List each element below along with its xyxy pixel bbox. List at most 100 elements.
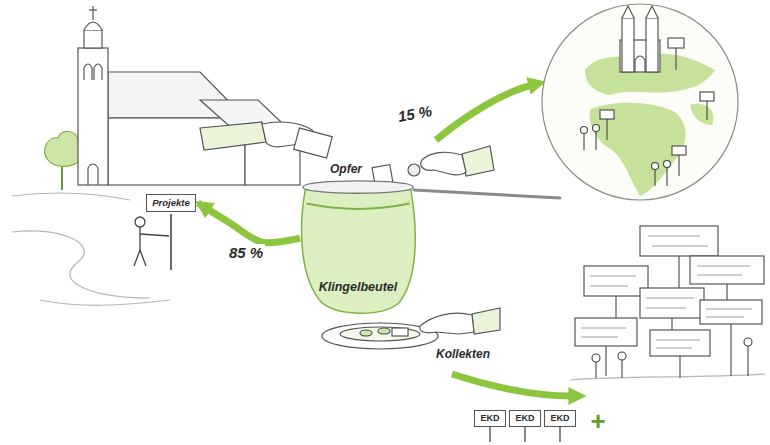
church bbox=[84, 64, 92, 80]
people-figures bbox=[595, 131, 596, 150]
sign-text: Projekte bbox=[152, 198, 190, 209]
person-figure bbox=[135, 217, 145, 227]
collection-plate bbox=[420, 313, 474, 334]
people-figures bbox=[581, 92, 715, 186]
bag-pole bbox=[414, 190, 560, 198]
giving-hand bbox=[462, 146, 494, 176]
church bbox=[78, 6, 300, 185]
globe bbox=[542, 4, 738, 200]
church bbox=[89, 9, 97, 10]
ekd-sign: EKD bbox=[474, 410, 506, 427]
sign-group bbox=[706, 309, 752, 310]
collection-plate bbox=[340, 327, 420, 341]
person-figure bbox=[139, 227, 140, 250]
sign-group bbox=[640, 226, 718, 256]
giving-hand bbox=[408, 164, 420, 176]
sign-post bbox=[490, 426, 560, 442]
cathedral bbox=[622, 18, 634, 72]
giving-hand bbox=[200, 122, 266, 150]
sign-group bbox=[697, 266, 750, 267]
sign-group bbox=[652, 246, 708, 247]
sign-text: EKD bbox=[480, 413, 499, 423]
people-figures bbox=[654, 169, 655, 186]
people-figures bbox=[581, 127, 588, 134]
person-figure bbox=[170, 214, 172, 270]
sign-group bbox=[656, 348, 692, 349]
person-figure bbox=[140, 234, 169, 236]
sign-group bbox=[646, 308, 686, 309]
sign-group bbox=[646, 298, 694, 299]
church bbox=[84, 30, 102, 48]
sign-group bbox=[615, 296, 616, 318]
connector-layer bbox=[198, 203, 300, 243]
giving-hand bbox=[294, 128, 333, 158]
person-figure bbox=[140, 250, 146, 266]
church bbox=[84, 22, 102, 30]
cathedral bbox=[635, 56, 645, 72]
bag-outline bbox=[302, 190, 416, 314]
sign-text: EKD bbox=[515, 413, 534, 423]
sign-text: EKD bbox=[550, 413, 569, 423]
sign-post bbox=[524, 426, 525, 442]
sign-group bbox=[747, 346, 748, 376]
collection-plate bbox=[378, 328, 390, 334]
share-arrow bbox=[436, 85, 532, 140]
people-figures bbox=[664, 161, 671, 168]
collection-plate bbox=[392, 328, 408, 336]
sign-group bbox=[590, 286, 628, 287]
plus-sign: + bbox=[590, 408, 605, 434]
cathedral bbox=[620, 6, 684, 72]
sign-group bbox=[700, 300, 762, 324]
sign-group bbox=[575, 318, 637, 346]
sign-group bbox=[581, 236, 752, 348]
people-figures bbox=[700, 92, 714, 101]
landscape-lines bbox=[12, 193, 170, 305]
sign-group bbox=[679, 356, 680, 378]
sign-group bbox=[671, 318, 672, 330]
sign-group bbox=[621, 360, 622, 378]
person-figure bbox=[134, 214, 171, 270]
sign-group bbox=[656, 340, 700, 341]
church bbox=[78, 48, 108, 185]
ekd-sign: EKD bbox=[509, 410, 541, 427]
people-figures bbox=[666, 167, 667, 186]
landscape-lines bbox=[12, 193, 130, 200]
collection-plate bbox=[472, 308, 500, 334]
people-figures bbox=[672, 146, 686, 155]
sign-group bbox=[595, 362, 596, 378]
people-figures bbox=[678, 155, 679, 176]
sign-group bbox=[648, 236, 700, 237]
giving-hand bbox=[372, 165, 394, 192]
people-figures bbox=[583, 133, 584, 150]
giving-hand bbox=[200, 122, 394, 191]
bag-label: Klingelbeutel bbox=[319, 280, 397, 294]
giving-hand bbox=[421, 152, 466, 175]
flow-label: Opfer bbox=[330, 163, 362, 177]
bag-band bbox=[306, 204, 409, 209]
bag-outline bbox=[298, 176, 418, 314]
sign-group bbox=[570, 226, 765, 380]
sign-group bbox=[581, 337, 618, 338]
sign-group bbox=[730, 324, 731, 376]
sign-group bbox=[744, 338, 752, 346]
sign-group bbox=[590, 276, 636, 277]
church bbox=[94, 64, 102, 80]
sign-post bbox=[559, 426, 560, 442]
sign-group bbox=[592, 354, 600, 362]
sign-post bbox=[489, 426, 490, 442]
collection-plate bbox=[360, 330, 372, 336]
cathedral bbox=[646, 18, 658, 72]
project-sign: Projekte bbox=[146, 194, 196, 212]
collection-bag: Klingelbeutel bbox=[298, 176, 418, 314]
cathedral bbox=[646, 6, 658, 18]
sign-group bbox=[592, 338, 752, 378]
sign-group bbox=[726, 284, 727, 300]
sign-group bbox=[706, 317, 744, 318]
sign-group bbox=[678, 256, 679, 288]
globe bbox=[690, 104, 713, 125]
landscape-lines bbox=[12, 231, 150, 298]
percent-label: 85 % bbox=[227, 244, 265, 261]
